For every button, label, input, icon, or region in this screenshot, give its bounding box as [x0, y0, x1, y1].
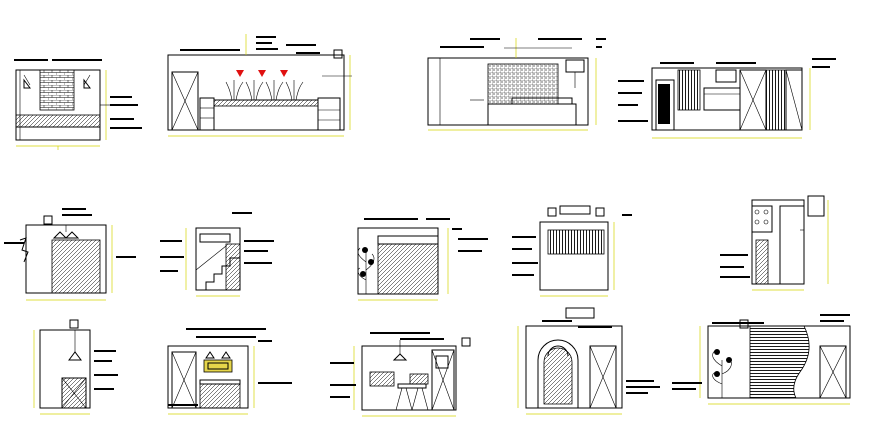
- elevation-slatted-panel: [512, 205, 632, 297]
- elevation-panel-wall-doors: [618, 58, 836, 139]
- elevation-brick-panel-counter: [14, 59, 142, 150]
- elevation-arched-niche-door: [517, 307, 660, 415]
- elevation-hatched-wall-lights: [4, 208, 136, 301]
- elevation-sideboard-picture: [167, 328, 292, 415]
- elevation-curved-slat-wall: [672, 314, 851, 405]
- elevation-door-with-rack: [720, 195, 829, 291]
- elevation-tiled-wall-counter: [427, 38, 606, 131]
- elevation-staircase-section: [160, 212, 274, 297]
- elevation-cabinet-pendant: [33, 319, 118, 415]
- elevation-reception-counter: [167, 34, 352, 137]
- elevation-dining-set-door: [330, 332, 471, 417]
- elevation-hatched-wall-plant: [357, 218, 488, 301]
